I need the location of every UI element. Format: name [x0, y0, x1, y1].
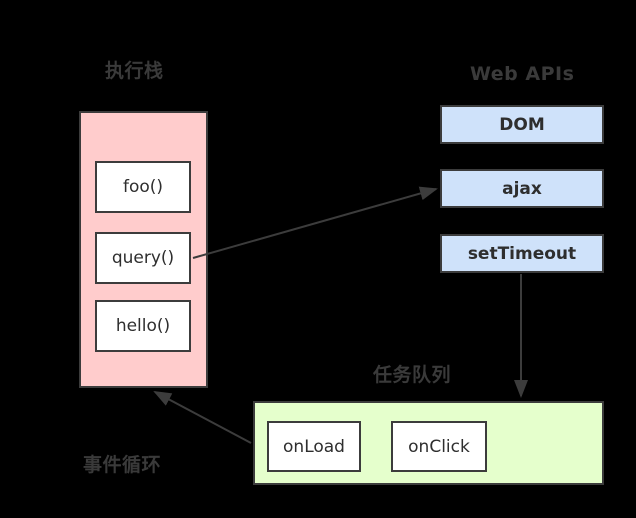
web-api-ajax[interactable]: ajax [440, 169, 604, 208]
call-stack-label: 执行栈 [105, 60, 164, 82]
task-queue-label: 任务队列 [373, 364, 452, 386]
task-onload[interactable]: onLoad [267, 421, 361, 472]
arrow-query-to-ajax [192, 186, 438, 259]
arrow-task-queue-to-call-stack [153, 391, 252, 444]
web-api-dom[interactable]: DOM [440, 105, 604, 144]
stack-frame-query[interactable]: query() [95, 232, 191, 284]
web-api-settimeout[interactable]: setTimeout [440, 234, 604, 273]
event-loop-label: 事件循环 [83, 454, 162, 476]
stack-frame-hello[interactable]: hello() [95, 300, 191, 352]
web-apis-label: Web APIs [470, 63, 575, 85]
stack-frame-foo[interactable]: foo() [95, 161, 191, 213]
task-onclick[interactable]: onClick [391, 421, 487, 472]
